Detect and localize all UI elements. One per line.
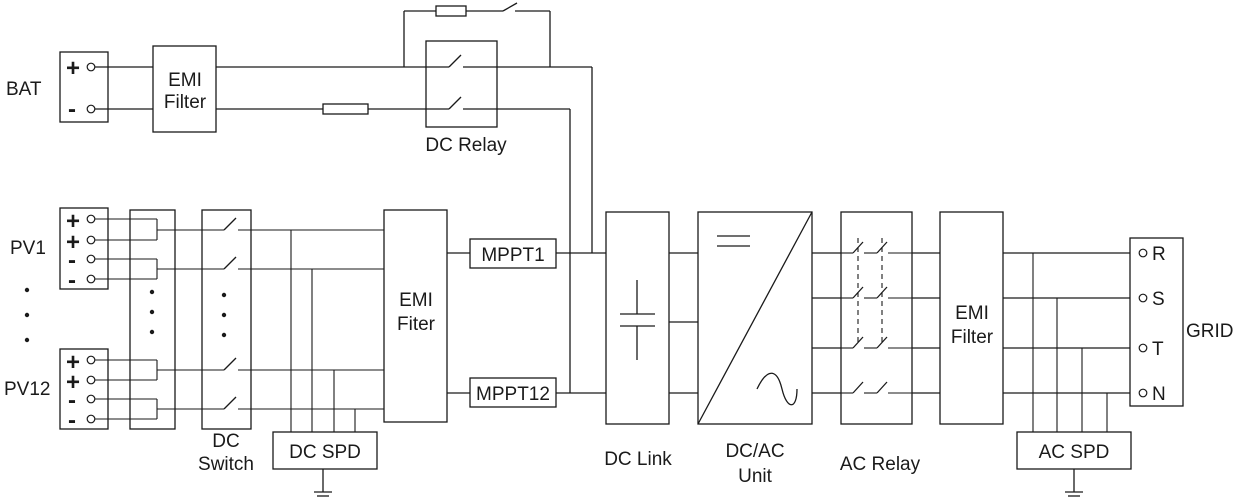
mppt12-box (469, 377, 557, 408)
switch-contact-icon (223, 256, 237, 270)
battery-plus-terminal-icon (86, 62, 96, 72)
switch-contact-icon (223, 217, 237, 231)
dc-ac-label-line1: DC/AC (725, 441, 784, 462)
ellipsis-dot-icon (221, 292, 227, 298)
mppt12-label: MPPT12 (476, 384, 550, 405)
dc-relay-label: DC Relay (425, 135, 507, 156)
dc-ac-label-line2: Unit (738, 466, 773, 487)
pv-terminal-icon (86, 214, 96, 224)
grid-label: GRID (1186, 321, 1234, 342)
ac-relay-label: AC Relay (840, 454, 921, 475)
pv12-plus-a: + (66, 349, 80, 376)
dc-link-box (605, 211, 670, 425)
precharge-resistor-icon (435, 5, 467, 17)
ac-spd-label: AC SPD (1039, 442, 1110, 463)
battery-emi-label-line2: Filter (164, 92, 207, 113)
battery-plus-sign: + (66, 55, 80, 82)
ellipsis-dot-icon (149, 309, 155, 315)
grid-terminal-icon (1138, 293, 1148, 303)
pv-emi-filter: EMI Fiter (383, 209, 470, 423)
grid-terminal-icon (1138, 388, 1148, 398)
pv-paralleling-block (129, 209, 176, 430)
battery-emi-filter (152, 45, 217, 133)
ac-relay-box (840, 211, 913, 425)
pv-terminal-icon (86, 274, 96, 284)
pv-terminal-icon (86, 254, 96, 264)
pv-terminal-icon (86, 414, 96, 424)
grid-emi-filter-box (939, 211, 1004, 425)
mppt1-label: MPPT1 (481, 245, 544, 266)
battery-minus-sign: - (68, 96, 76, 123)
battery-minus-terminal-icon (86, 104, 96, 114)
switch-contact-icon (223, 357, 237, 371)
dc-switch: DC Switch (175, 209, 384, 475)
relay-contact-icon (876, 381, 888, 394)
pv-inputs: PV1 PV12 + + - - + + - - (4, 207, 224, 434)
dc-relay: DC Relay (425, 40, 593, 393)
dc-spd-box (272, 431, 378, 470)
mppt-blocks: MPPT1 MPPT12 (469, 238, 606, 408)
grid-emi-label-line1: EMI (955, 303, 989, 324)
pv-terminal-icon (86, 355, 96, 365)
ac-relay: AC Relay (840, 211, 940, 475)
pv12-minus-a: - (68, 387, 76, 414)
ac-sine-icon (756, 372, 798, 406)
ac-spd: AC SPD (1016, 253, 1132, 497)
grid-phase-n: N (1152, 384, 1166, 405)
pv1-minus-a: - (68, 247, 76, 274)
pv1-plus-a: + (66, 208, 80, 235)
battery-fuse-icon (322, 103, 369, 115)
grid-terminal-icon (1138, 343, 1148, 353)
dc-spd: DC SPD (272, 230, 378, 497)
relay-contact-icon (876, 336, 888, 349)
pv-emi-label-line2: Fiter (397, 314, 436, 335)
battery-terminal-block (59, 51, 109, 123)
dc-ac-unit: DC/AC Unit (697, 211, 841, 487)
relay-contact-icon (852, 336, 864, 349)
ellipsis-dot-icon (221, 332, 227, 338)
ellipsis-dot-icon (24, 312, 30, 318)
pv-terminal-icon (86, 375, 96, 385)
pv-last-label: PV12 (4, 379, 50, 400)
dc-switch-label-line2: Switch (198, 454, 254, 475)
relay-contact-icon (852, 381, 864, 394)
pv-terminal-icon (86, 394, 96, 404)
pv1-terminal-block (59, 207, 109, 290)
grid-emi-label-line2: Filter (951, 327, 994, 348)
inverter-diagonal (697, 211, 813, 425)
mppt1-box (469, 238, 557, 269)
dc-link: DC Link (604, 211, 698, 470)
dc-spd-label: DC SPD (289, 442, 361, 463)
ellipsis-dot-icon (24, 287, 30, 293)
pv12-terminal-block (59, 348, 109, 430)
pv-first-label: PV1 (10, 238, 46, 259)
grid-terminal-block (1129, 237, 1184, 407)
pv-terminal-icon (86, 235, 96, 245)
ellipsis-dot-icon (149, 329, 155, 335)
dc-relay-box (425, 40, 498, 128)
battery-emi-label-line1: EMI (168, 70, 202, 91)
pv12-plus-b: + (66, 369, 80, 396)
pv1-plus-b: + (66, 229, 80, 256)
switch-contact-icon (223, 396, 237, 410)
ellipsis-dot-icon (24, 337, 30, 343)
grid-terminal-icon (1138, 248, 1148, 258)
pv-emi-label-line1: EMI (399, 290, 433, 311)
pv12-minus-b: - (68, 407, 76, 434)
dc-switch-box (201, 209, 252, 430)
grid-terminal: R S T N GRID (1129, 237, 1234, 407)
pv1-minus-b: - (68, 267, 76, 294)
dc-switch-label-line1: DC (212, 431, 239, 452)
grid-phase-s: S (1152, 289, 1165, 310)
dc-link-label: DC Link (604, 449, 672, 470)
grid-emi-filter: EMI Filter (939, 211, 1136, 425)
grid-phase-r: R (1152, 244, 1166, 265)
ellipsis-dot-icon (221, 312, 227, 318)
battery-label: BAT (6, 79, 42, 100)
pv-emi-filter-box (383, 209, 448, 423)
ellipsis-dot-icon (149, 289, 155, 295)
grid-phase-t: T (1152, 339, 1164, 360)
battery-section: BAT + - EMI Filter (6, 2, 551, 133)
